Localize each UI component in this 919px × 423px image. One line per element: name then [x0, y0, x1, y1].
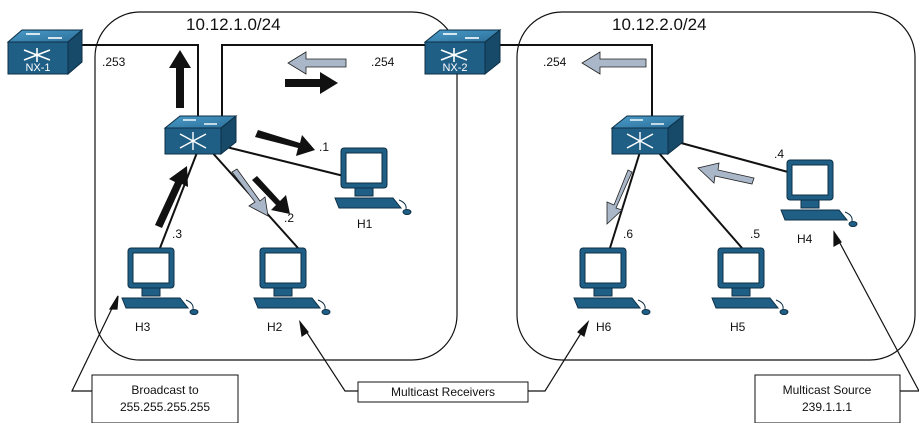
h2-ip-label: .2 — [284, 211, 294, 225]
computer-icon — [573, 247, 651, 315]
computer-icon — [711, 247, 789, 315]
host-h3[interactable] — [121, 247, 199, 315]
broadcast-arrow-to-h1 — [255, 130, 315, 156]
callout-multicast-receivers: Multicast Receivers — [357, 381, 529, 403]
router-nx2[interactable]: NX-2 — [423, 28, 502, 76]
nx2-left-ip-label: .254 — [371, 55, 395, 69]
broadcast-arrow-to-h2 — [252, 176, 290, 214]
broadcast-arrows — [155, 50, 338, 228]
links — [72, 44, 789, 249]
multicast-arrows — [231, 51, 755, 225]
nx1-ip-label: .253 — [102, 55, 126, 69]
subnet-2-boundary — [516, 11, 916, 361]
callout-broadcast-line1: Broadcast to — [131, 383, 199, 397]
host-h5[interactable] — [711, 247, 789, 315]
host-h6[interactable] — [573, 247, 651, 315]
h5-ip-label: .5 — [750, 227, 760, 241]
switch-1[interactable] — [163, 114, 238, 156]
callout-source-line2: 239.1.1.1 — [802, 400, 852, 414]
multicast-arrow-subnet2-to-nx2 — [581, 51, 647, 75]
computer-icon — [334, 147, 412, 215]
h4-name-label: H4 — [797, 232, 813, 246]
h4-ip-label: .4 — [774, 147, 784, 161]
callout-receivers-text: Multicast Receivers — [391, 385, 495, 399]
subnet-1-title: 10.12.1.0/24 — [186, 15, 281, 34]
callout-source-line1: Multicast Source — [783, 383, 872, 397]
subnet-1-boundary — [94, 11, 458, 361]
switch-icon — [23, 33, 62, 62]
callout-leaders — [71, 230, 919, 392]
computer-icon — [780, 159, 858, 227]
switch-icon — [179, 119, 217, 150]
h3-ip-label: .3 — [172, 227, 182, 241]
h1-name-label: H1 — [357, 217, 373, 231]
callout-broadcast-line2: 255.255.255.255 — [120, 400, 210, 414]
broadcast-arrow-to-nx1 — [169, 50, 191, 108]
multicast-arrow-to-nx2 — [287, 51, 347, 75]
h2-name-label: H2 — [267, 320, 283, 334]
computer-icon — [253, 247, 331, 315]
computer-icon — [121, 247, 199, 315]
h6-ip-label: .6 — [623, 227, 633, 241]
multicast-arrow-to-h2 — [231, 168, 269, 217]
h5-name-label: H5 — [730, 320, 746, 334]
h3-name-label: H3 — [135, 320, 151, 334]
host-h1[interactable] — [334, 147, 412, 215]
callout-multicast-source: Multicast Source 239.1.1.1 — [754, 374, 901, 423]
switch-icon — [626, 119, 664, 150]
router-nx2-label: NX-2 — [442, 62, 467, 74]
switch-2[interactable] — [610, 114, 685, 156]
nx2-right-ip-label: .254 — [543, 55, 567, 69]
multicast-arrow-to-h6 — [606, 169, 633, 225]
callout-broadcast: Broadcast to 255.255.255.255 — [91, 374, 239, 423]
host-h2[interactable] — [253, 247, 331, 315]
broadcast-arrow-from-h3 — [155, 166, 188, 228]
h1-ip-label: .1 — [319, 140, 329, 154]
broadcast-arrow-to-nx2 — [285, 72, 338, 94]
subnet-2-title: 10.12.2.0/24 — [612, 15, 707, 34]
switch-icon — [440, 33, 479, 62]
multicast-arrow-from-h4 — [697, 162, 755, 185]
h6-name-label: H6 — [596, 320, 612, 334]
router-nx1-label: NX-1 — [25, 62, 50, 74]
router-nx1[interactable]: NX-1 — [6, 28, 84, 76]
host-h4[interactable] — [780, 159, 858, 227]
